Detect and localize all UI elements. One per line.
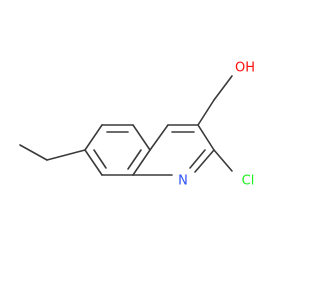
- bond-double-c8-c7: [93, 149, 107, 169]
- bond-c4a-c4: [149, 124, 169, 151]
- bond-ch2-o: [213, 75, 233, 101]
- bond-c8-c7: [84, 149, 103, 176]
- molecule-structure-diagram: OH N Cl: [19, 61, 255, 189]
- bond-double-c4a-c8a: [127, 149, 142, 170]
- chlorine-label: Cl: [242, 174, 255, 189]
- bond-ethyl-ch3-ch2: [19, 144, 48, 161]
- bond-c3-c2: [197, 124, 215, 151]
- nitrogen-label: N: [178, 174, 188, 189]
- bond-c3-ch2: [197, 99, 215, 126]
- bond-c5-c4a: [132, 124, 151, 151]
- bond-ethyl-ch2-ring: [46, 149, 86, 161]
- bond-c2-cl: [213, 149, 233, 172]
- bond-c7-c6: [84, 124, 103, 151]
- bond-c2-n: [194, 149, 215, 173]
- hydroxyl-label: OH: [235, 61, 255, 76]
- bond-double-c2-n: [189, 149, 206, 169]
- bond-c4a-c8a: [132, 149, 151, 176]
